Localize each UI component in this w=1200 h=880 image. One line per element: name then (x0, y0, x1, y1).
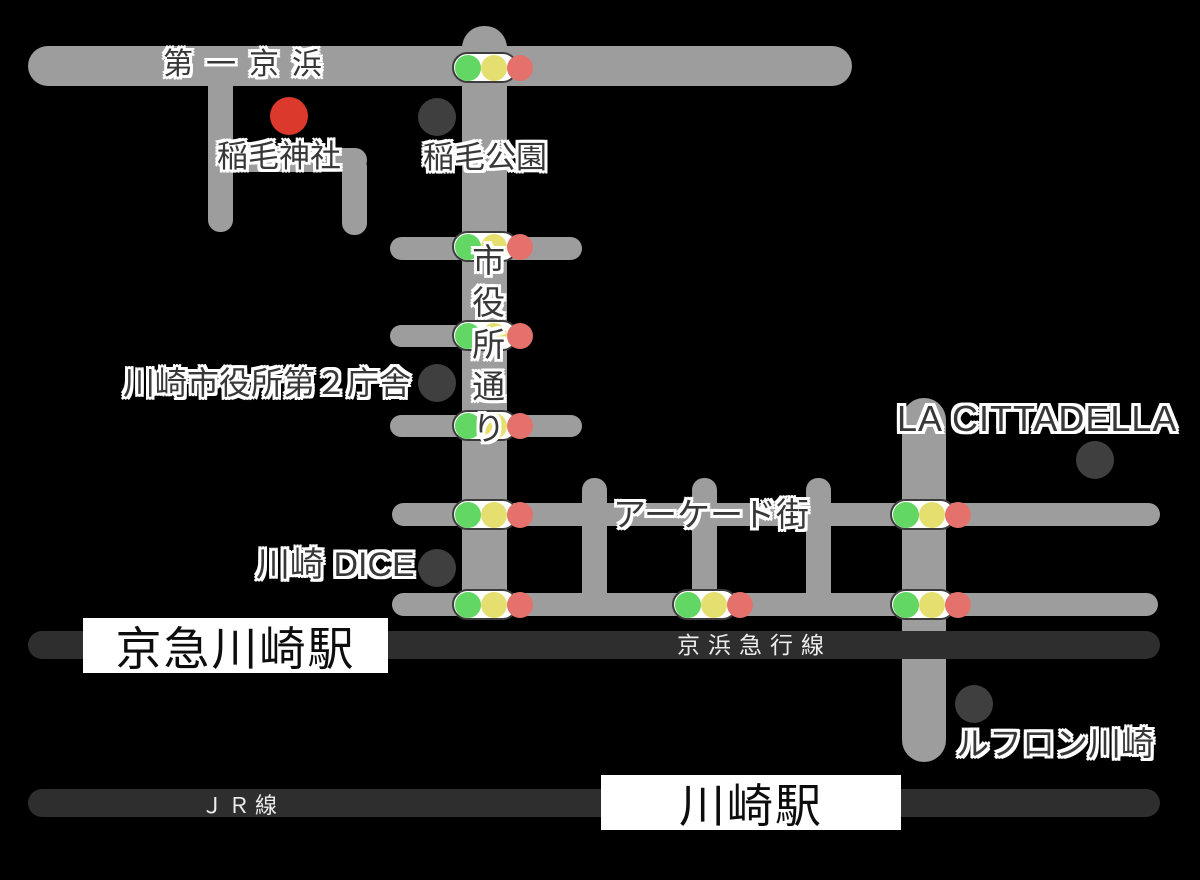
city-hall-marker-icon (418, 364, 456, 402)
green-light-icon (455, 412, 481, 439)
yellow-light-icon (481, 591, 507, 618)
inage-park-marker-icon (418, 98, 456, 136)
green-light-icon (893, 501, 919, 528)
yellow-light-icon (919, 501, 945, 528)
yellow-light-icon (481, 322, 507, 349)
traffic-light-icon (890, 589, 971, 620)
green-light-icon (455, 54, 481, 81)
rail-jr-line (28, 789, 1160, 817)
red-light-icon (507, 591, 533, 618)
green-light-icon (455, 501, 481, 528)
yellow-light-icon (481, 233, 507, 260)
inage-shrine-marker-icon (270, 97, 308, 135)
traffic-light-icon (452, 52, 533, 83)
traffic-light-icon (452, 410, 533, 441)
red-light-icon (507, 322, 533, 349)
green-light-icon (455, 322, 481, 349)
red-light-icon (507, 233, 533, 260)
label-inage-park: 稲毛公園 (423, 140, 547, 175)
red-light-icon (507, 501, 533, 528)
red-light-icon (507, 412, 533, 439)
label-shiyakusho-dori: 市役所通り (467, 243, 505, 453)
yellow-light-icon (481, 501, 507, 528)
keikyu-kawasaki-station-box: 京急川崎駅 (83, 618, 388, 675)
red-light-icon (945, 591, 971, 618)
label-keihin-kyuko-line: 京浜急行線 (677, 632, 832, 658)
green-light-icon (455, 591, 481, 618)
green-light-icon (455, 233, 481, 260)
kawasaki-dice-marker-icon (418, 549, 456, 587)
traffic-light-icon (452, 589, 533, 620)
road-shrine-side-street (208, 60, 233, 232)
road-daiichi-keihin (28, 46, 852, 86)
road-shrine-branch (210, 148, 367, 172)
green-light-icon (893, 591, 919, 618)
traffic-light-icon (452, 231, 533, 262)
label-arcade-street: アーケード街 (613, 496, 810, 533)
traffic-light-icon (452, 320, 533, 351)
yellow-light-icon (481, 412, 507, 439)
yellow-light-icon (481, 54, 507, 81)
label-kawasaki-dice: 川崎 DICE (256, 546, 415, 584)
red-light-icon (945, 501, 971, 528)
road-ladder-stub-1 (582, 478, 607, 613)
yellow-light-icon (919, 591, 945, 618)
label-jr-line: ＪＲ線 (201, 793, 283, 818)
le-front-marker-icon (955, 685, 993, 723)
label-city-hall-annex2: 川崎市役所第２庁舎 (123, 365, 412, 401)
traffic-light-icon (452, 499, 533, 530)
traffic-light-icon (890, 499, 971, 530)
traffic-light-icon (672, 589, 753, 620)
road-branch-stub (342, 155, 367, 235)
yellow-light-icon (701, 591, 727, 618)
label-inage-shrine: 稲毛神社 (217, 139, 341, 174)
green-light-icon (675, 591, 701, 618)
label-daiichi-keihin: 第一京浜 (163, 48, 335, 81)
red-light-icon (727, 591, 753, 618)
la-cittadella-marker-icon (1076, 441, 1114, 479)
label-la-cittadella: LA CITTADELLA (897, 398, 1178, 439)
label-le-front-kawasaki: ルフロン川崎 (956, 725, 1154, 762)
red-light-icon (507, 54, 533, 81)
road-ladder-stub-3 (806, 478, 831, 613)
road-cittadella-street (902, 398, 946, 762)
kawasaki-station-box: 川崎駅 (601, 775, 901, 832)
